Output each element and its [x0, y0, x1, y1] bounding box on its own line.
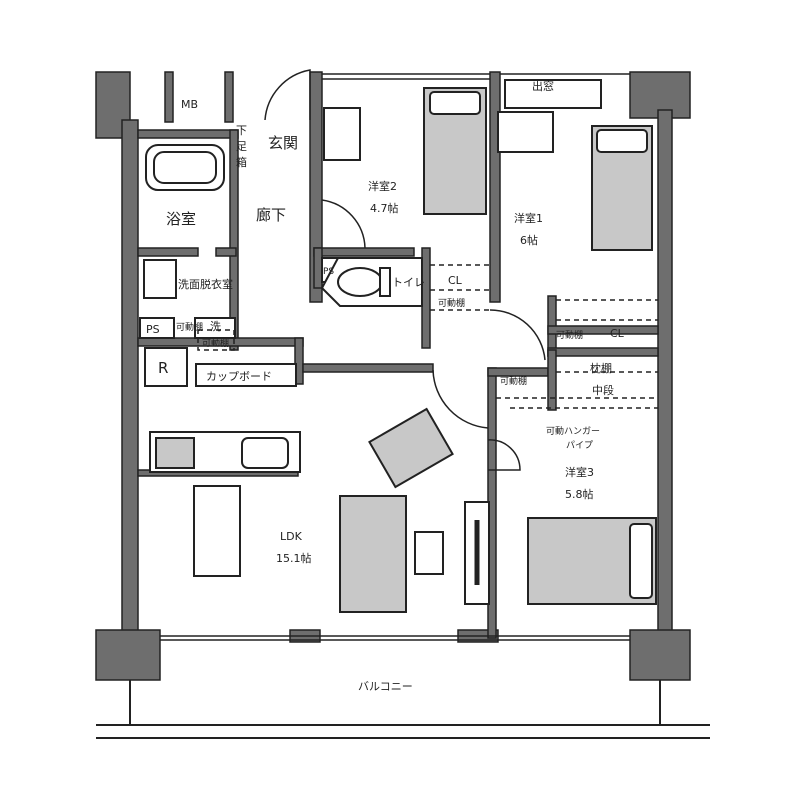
- label-ps-wash: PS: [146, 323, 160, 336]
- label-ldk-size: 15.1帖: [276, 552, 312, 565]
- label-mb: MB: [181, 98, 198, 111]
- label-western2-size: 4.7帖: [370, 202, 399, 215]
- label-bath: 浴室: [166, 210, 196, 228]
- label-getabako: 箱: [236, 155, 247, 169]
- sofa: [339, 495, 407, 613]
- label-western1: 洋室1: [514, 211, 543, 225]
- label-washroom: 洗面脱衣室: [178, 277, 233, 291]
- walls: [95, 71, 691, 681]
- label-w1-cl: CL: [610, 327, 625, 340]
- label-w3-shelf: 可動棚: [500, 375, 527, 387]
- label-western2: 洋室2: [368, 179, 397, 193]
- label-fridge: R: [158, 359, 168, 377]
- label-western3-size: 5.8帖: [565, 488, 594, 501]
- label-pillow-shelf: 枕棚: [590, 361, 612, 375]
- label-toilet-cl: CL: [448, 274, 463, 287]
- label-western1-size: 6帖: [520, 234, 538, 247]
- label-getabako: 下: [236, 124, 247, 137]
- label-western3: 洋室3: [565, 465, 594, 479]
- label-hanger-pipe: 可動ハンガー: [546, 426, 600, 437]
- label-cupboard: カップボード: [206, 370, 272, 383]
- label-ps-toilet: PS: [323, 267, 334, 277]
- label-wash-shelf-small: 可動棚: [176, 321, 203, 333]
- label-washer: 洗: [210, 320, 221, 333]
- label-toilet-shelf: 可動棚: [438, 297, 465, 309]
- label-hanger-pipe: パイプ: [566, 440, 593, 451]
- dining-table: [193, 485, 241, 577]
- label-middle-shelf: 中段: [592, 383, 614, 397]
- label-genkan: 玄関: [268, 134, 298, 152]
- wash-basin: [143, 259, 177, 299]
- label-toilet: トイレ: [392, 276, 425, 289]
- label-getabako: 足: [236, 140, 247, 153]
- label-wash-shelf: 可動棚: [202, 337, 229, 349]
- label-w1-shelf: 可動棚: [556, 329, 583, 341]
- label-balcony: バルコニー: [358, 680, 413, 693]
- armchair: [368, 407, 454, 489]
- label-ldk: LDK: [280, 530, 303, 543]
- label-bay-window: 出窓: [532, 79, 554, 93]
- label-corridor: 廊下: [256, 206, 286, 224]
